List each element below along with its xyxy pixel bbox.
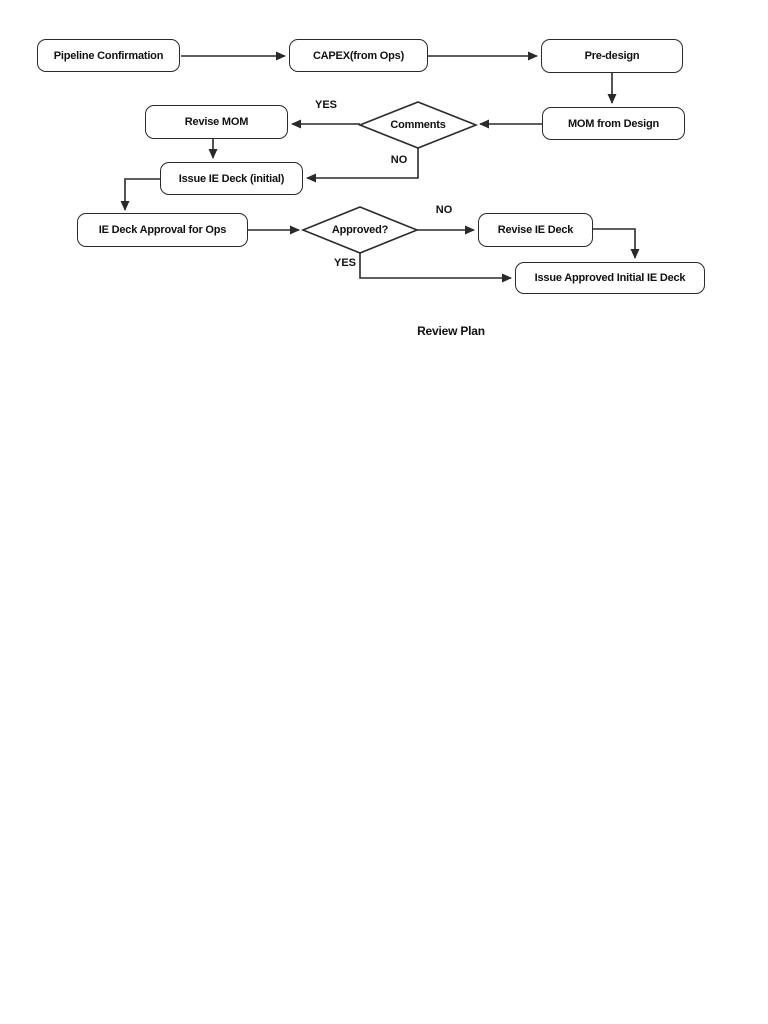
node-mom-from-design: MOM from Design	[542, 107, 685, 140]
edge-revise-ie-deck-to-issue-approved	[593, 228, 640, 259]
node-label: Revise IE Deck	[497, 224, 574, 236]
edge-issue-ie-deck-to-ie-approval	[120, 178, 160, 211]
node-label: Approved?	[331, 224, 389, 236]
decision-approved-label: Approved?	[310, 219, 410, 241]
decision-comments-shape	[357, 101, 479, 149]
node-label: Issue Approved Initial IE Deck	[534, 272, 686, 284]
node-pipeline-confirmation: Pipeline Confirmation	[37, 39, 180, 72]
node-revise-ie-deck: Revise IE Deck	[478, 213, 593, 247]
figure-caption: Review Plan	[417, 324, 485, 338]
node-revise-mom: Revise MOM	[145, 105, 288, 139]
node-label: Issue IE Deck (initial)	[178, 172, 285, 185]
edge-approved-yes-to-issue-approved	[359, 253, 512, 283]
node-ie-deck-approval-for-ops: IE Deck Approval for Ops	[77, 213, 248, 247]
node-capex-from-ops: CAPEX(from Ops)	[289, 39, 428, 72]
node-label: CAPEX(from Ops)	[312, 49, 405, 62]
node-label: Pipeline Confirmation	[53, 49, 164, 62]
edge-label-comments-no: NO	[390, 154, 408, 166]
edge-comments-no-to-issue-ie-deck	[306, 148, 419, 183]
edge-label-approved-no: NO	[435, 204, 453, 216]
node-label: Revise MOM	[184, 116, 249, 128]
node-label: Comments	[390, 119, 446, 131]
node-issue-ie-deck-initial: Issue IE Deck (initial)	[160, 162, 303, 195]
node-label: MOM from Design	[567, 117, 660, 130]
decision-comments-label: Comments	[368, 114, 468, 136]
node-label: IE Deck Approval for Ops	[98, 224, 227, 236]
node-label: Pre-design	[584, 50, 640, 62]
edge-label-approved-yes: YES	[333, 257, 356, 269]
edge-label-comments-yes: YES	[314, 99, 337, 111]
node-pre-design: Pre-design	[541, 39, 683, 73]
node-issue-approved-initial-ie-deck: Issue Approved Initial IE Deck	[515, 262, 705, 294]
